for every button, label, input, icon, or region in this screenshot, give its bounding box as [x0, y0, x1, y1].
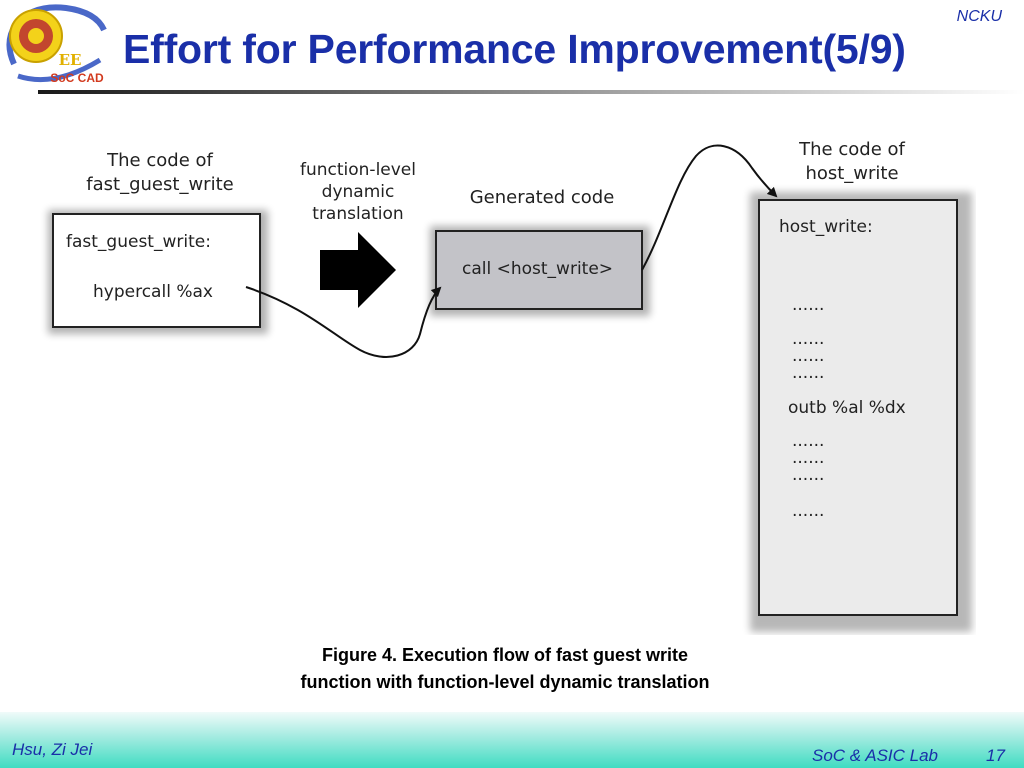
figure-caption: Figure 4. Execution flow of fast guest w… — [230, 642, 780, 696]
right-label-line-1: The code of — [798, 139, 905, 160]
arrow-label-line-3: translation — [312, 204, 403, 224]
code-line-outb: outb %al %dx — [788, 398, 906, 418]
page-number: 17 — [986, 746, 1005, 765]
middle-box-text: call <host_write> — [462, 259, 613, 279]
institution-label: NCKU — [956, 8, 1002, 25]
code-line: ...... — [792, 448, 824, 468]
logo-text-top: EE — [59, 51, 82, 69]
execution-flow-figure: The code of fast_guest_write fast_guest_… — [36, 110, 976, 635]
caption-line-2: function with function-level dynamic tra… — [300, 672, 710, 692]
left-box-instruction: hypercall %ax — [93, 282, 213, 302]
fast-guest-write-box — [52, 213, 261, 328]
right-box-title: host_write: — [779, 217, 873, 237]
code-line: ...... — [792, 329, 824, 349]
slide-title: Effort for Performance Improvement(5/9) — [123, 26, 906, 72]
left-label-line-1: The code of — [106, 150, 213, 171]
title-underline — [38, 90, 1024, 94]
arrow-label-line-2: dynamic — [322, 182, 395, 202]
logo-text-bottom: SoC CAD — [50, 71, 104, 85]
flow-curve-call-to-host-write — [641, 144, 778, 271]
footer-lab: SoC & ASIC Lab — [812, 746, 938, 765]
soc-cad-logo: EE SoC CAD — [4, 2, 108, 88]
middle-label: Generated code — [470, 187, 615, 208]
right-label-line-2: host_write — [805, 163, 898, 184]
generated-code-box — [435, 230, 643, 310]
code-line: ...... — [792, 346, 824, 366]
code-line: ...... — [792, 295, 824, 315]
code-line: ...... — [792, 501, 824, 521]
left-label-line-2: fast_guest_write — [86, 174, 233, 195]
footer-author: Hsu, Zi Jei — [12, 740, 93, 759]
code-line: ...... — [792, 363, 824, 383]
slide-footer: Hsu, Zi Jei SoC & ASIC Lab 17 — [0, 712, 1024, 768]
caption-line-1: Figure 4. Execution flow of fast guest w… — [321, 645, 689, 665]
code-line: ...... — [792, 465, 824, 485]
left-box-title: fast_guest_write: — [66, 232, 211, 252]
translation-arrow-icon — [320, 232, 396, 308]
host-write-box — [758, 199, 958, 616]
code-line: ...... — [792, 431, 824, 451]
arrow-label-line-1: function-level — [300, 160, 416, 180]
flow-curve-hypercall-to-call — [245, 286, 442, 358]
